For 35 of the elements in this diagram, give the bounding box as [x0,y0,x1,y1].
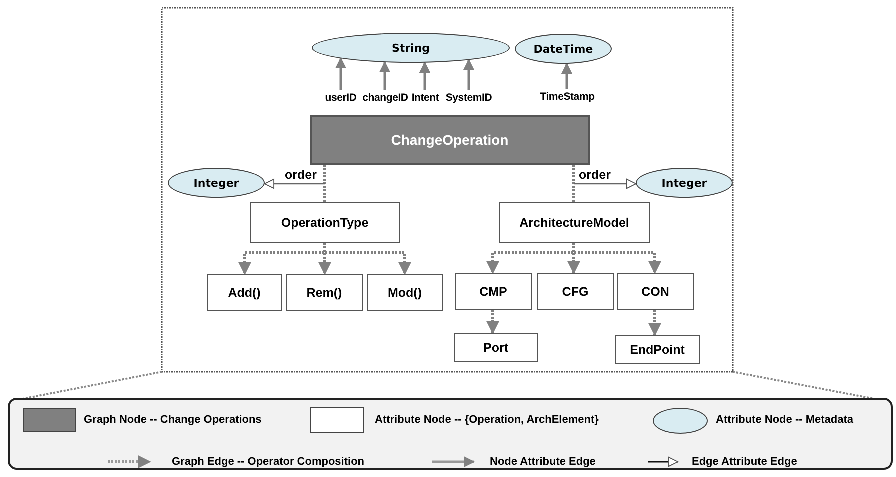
legend-label: Node Attribute Edge [490,456,596,469]
attribute-node-box: EndPoint [615,335,700,364]
legend-label: Edge Attribute Edge [692,456,798,469]
arrow [648,310,662,336]
attribute-label: Intent [413,90,438,105]
attribute-node-box: OperationType [250,202,400,243]
legend-label: Attribute Node -- Metadata [716,414,854,427]
edge-label: order [284,169,318,182]
connector-line [572,165,576,202]
arrow [463,59,475,90]
attribute-node-box: CMP [455,273,532,310]
legend-label: Graph Node -- Change Operations [84,414,262,427]
attribute-node-box: Rem() [286,274,363,311]
arrow [486,310,500,334]
graph-node-box: ChangeOperation [310,115,590,165]
attribute-node-box: CON [617,273,694,310]
attribute-label: TimeStamp [530,89,605,104]
attribute-node-box: ArchitectureModel [499,202,650,243]
arrow [572,243,662,274]
attribute-node-box: Mod() [367,274,443,311]
arrow [324,243,412,276]
legend-label: Graph Edge -- Operator Composition [172,456,365,469]
attribute-node-box: CFG [537,273,614,310]
arrow [264,178,325,190]
arrow [335,57,347,90]
arrow [379,61,391,90]
edge-label: order [578,169,612,182]
connector-line [324,165,326,202]
attribute-node-box: Add() [207,274,282,311]
legend-label: Attribute Node -- {Operation, ArchElement} [375,414,599,427]
arrow [419,62,431,90]
arrow [561,62,573,89]
arrow [574,178,637,190]
attribute-node-box: Port [454,333,538,362]
attribute-label: SystemID [439,90,499,105]
